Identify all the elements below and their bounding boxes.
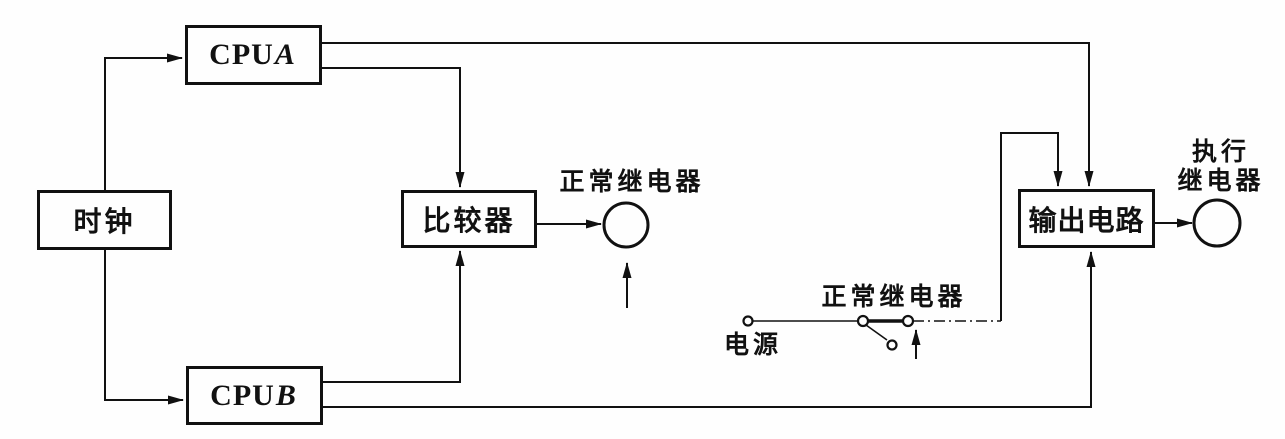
wire-cpua-to-output-circuit	[322, 42, 1094, 187]
normal-relay-contact-switch	[742, 314, 921, 359]
execute-relay-coil-circle	[1192, 198, 1242, 248]
block-output-circuit-label: 输出电路	[1028, 205, 1145, 237]
open-contact-terminal-dot	[886, 339, 898, 351]
wire-clock-to-cpub	[104, 250, 184, 405]
label-execute-relay-line2: 继电器	[1177, 168, 1265, 195]
normal-relay-coil-circle	[602, 201, 650, 249]
contact-terminal-right-dot	[901, 314, 915, 328]
wire-cpua-to-comparator	[322, 67, 465, 188]
block-comparator: 比较器	[401, 190, 537, 248]
wire-cpub-to-comparator	[323, 250, 465, 383]
label-execute-relay-line1: 执行	[1191, 139, 1251, 166]
block-comparator-label: 比较器	[422, 206, 516, 237]
label-power-supply: 电源	[723, 332, 783, 359]
wire-switch-riser-to-output-circuit	[1000, 132, 1063, 321]
block-clock: 时钟	[37, 190, 172, 250]
label-execute-relay: 执行 继电器	[1177, 138, 1264, 196]
wire-cpub-to-output-circuit	[323, 251, 1096, 408]
block-output-circuit: 输出电路	[1018, 189, 1155, 248]
wire-clock-to-cpua	[104, 53, 183, 190]
contact-terminal-left-dot	[856, 314, 870, 328]
power-terminal-dot	[742, 315, 754, 327]
block-clock-label: 时钟	[73, 207, 136, 238]
open-contact-blade	[865, 324, 888, 341]
label-normal-relay-switch: 正常继电器	[821, 284, 967, 311]
block-cpu-b-suffix: B	[275, 378, 299, 412]
block-cpu-b-label: CPU	[210, 378, 275, 412]
block-cpu-a-label: CPU	[209, 38, 274, 71]
label-normal-relay-comparator: 正常继电器	[559, 169, 705, 196]
block-cpu-a-suffix: A	[274, 38, 298, 71]
